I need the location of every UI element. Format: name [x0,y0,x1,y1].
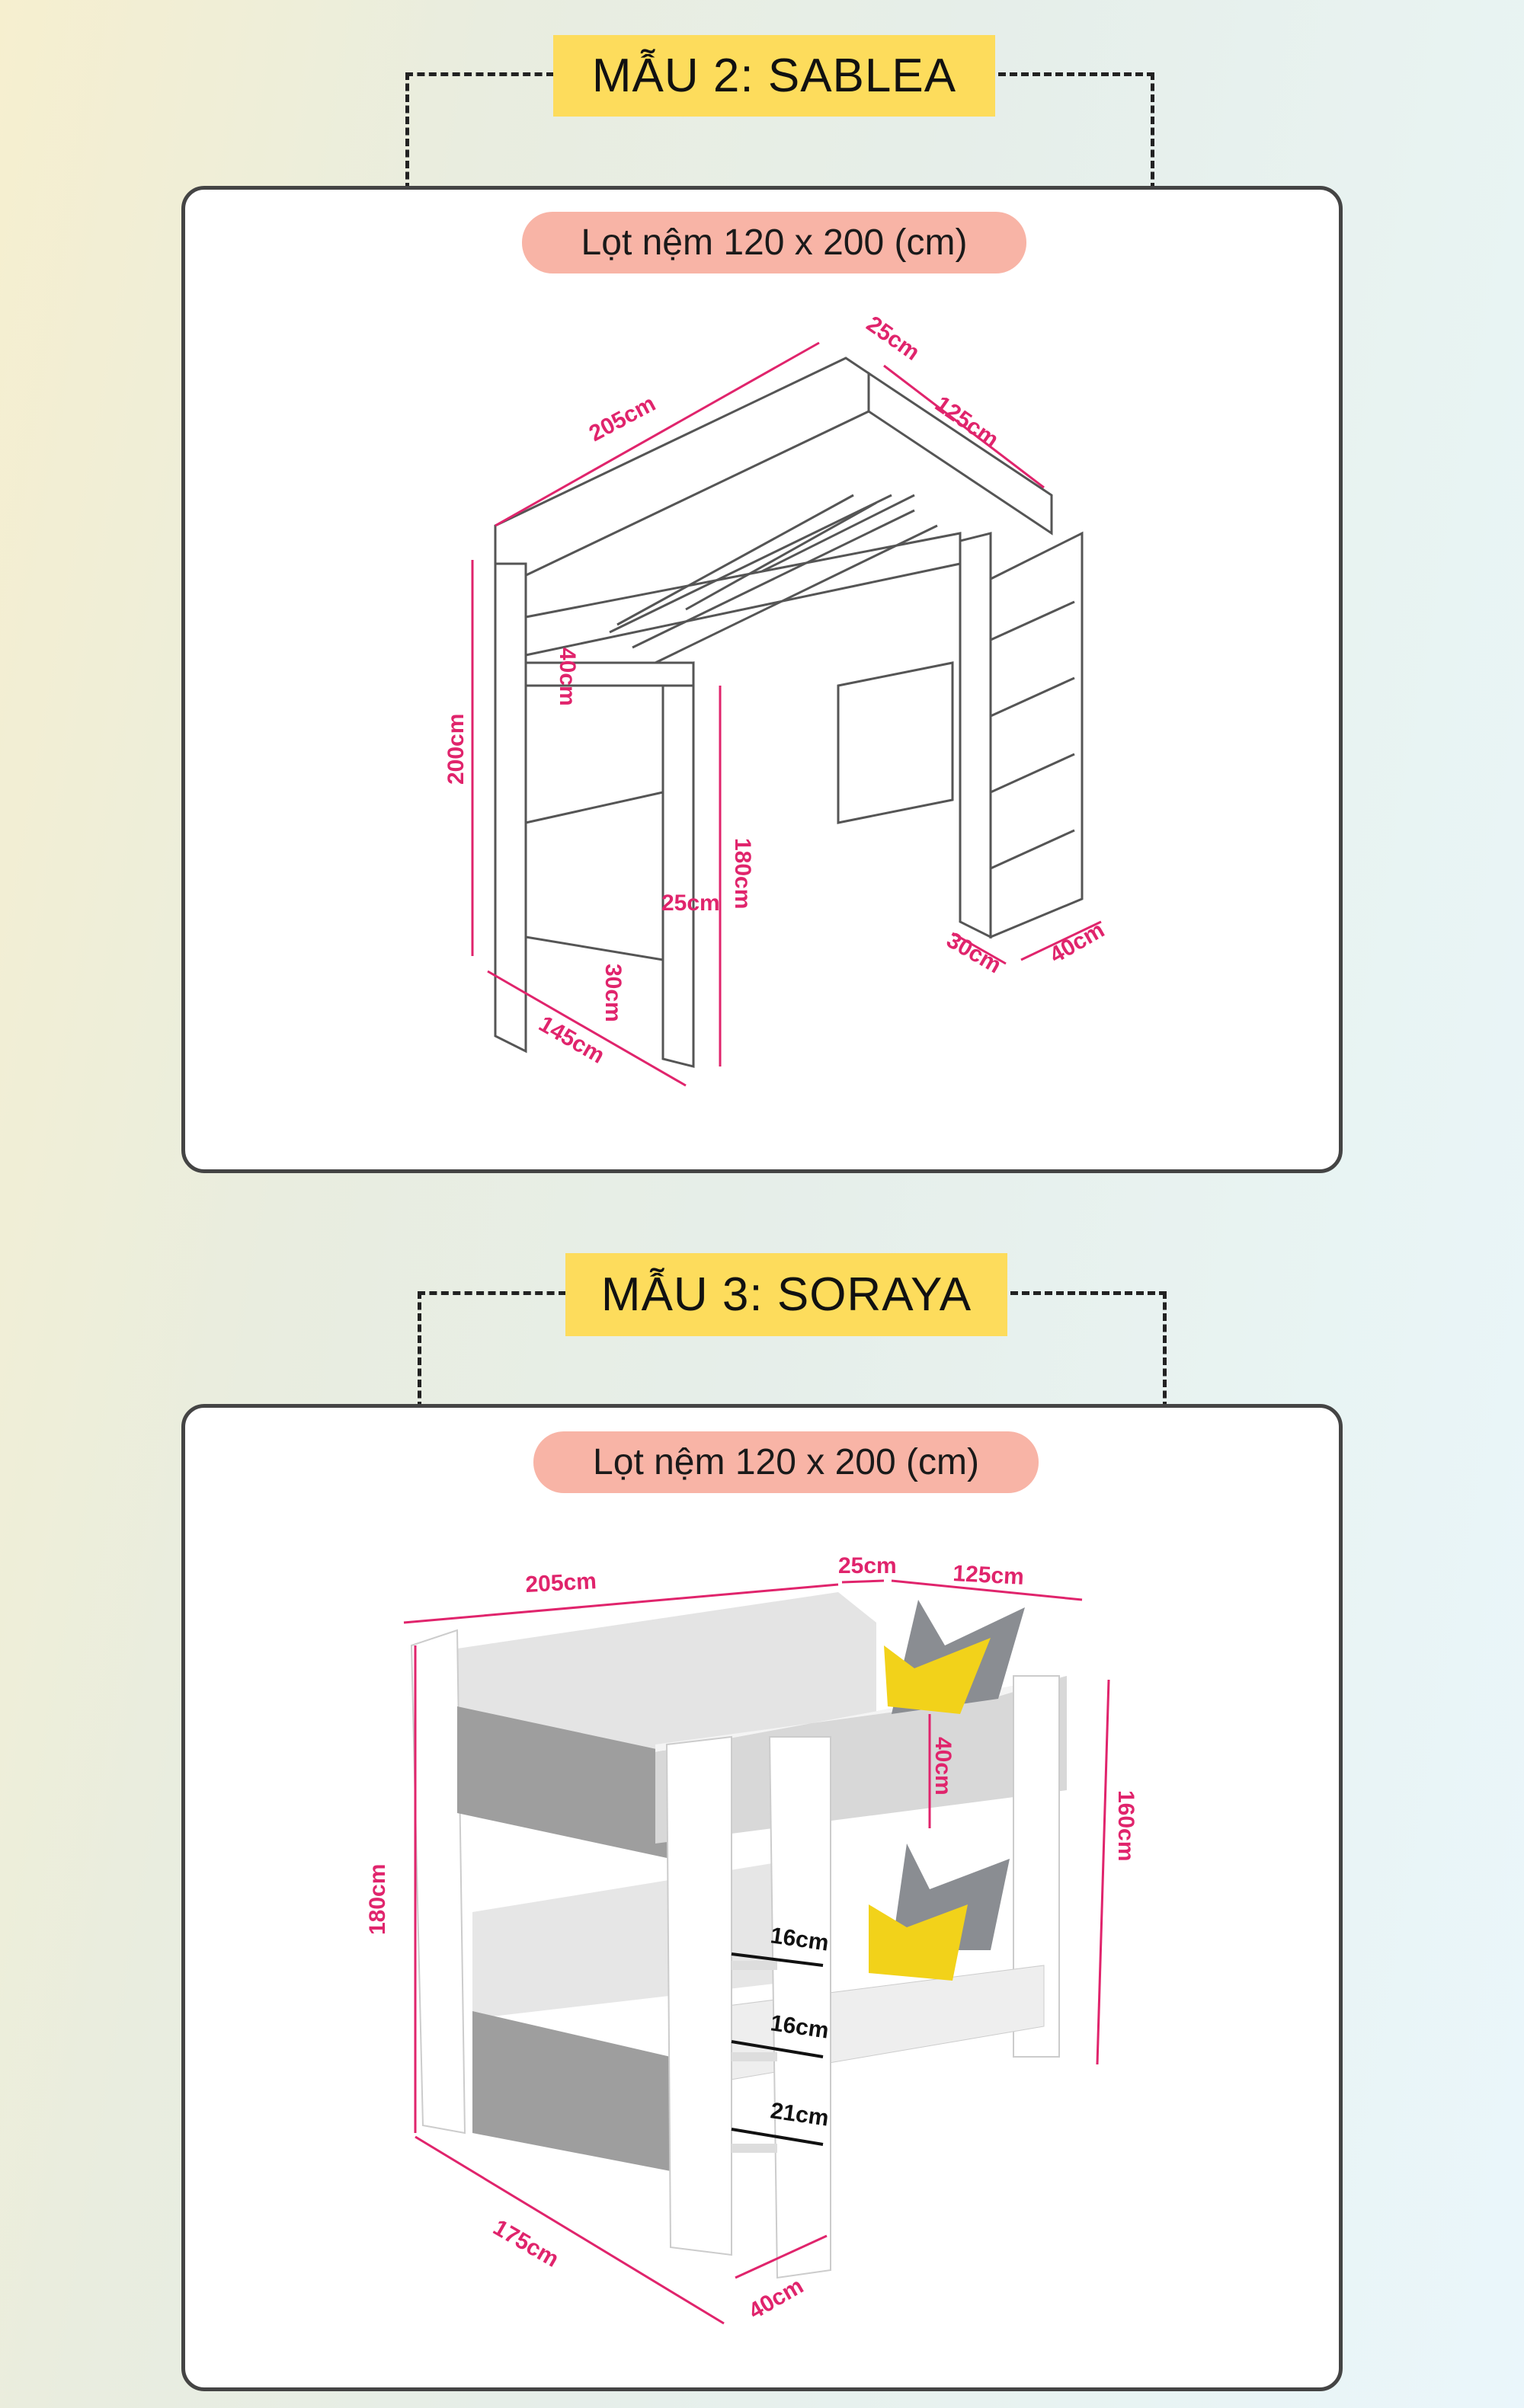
connector-right [998,72,1154,190]
sablea-dimension-drawing: 205cm 25cm 125cm 40cm 200cm 180cm 25cm 3… [443,312,1109,1087]
dimension-lines [471,341,1102,1087]
connector-left [418,1291,566,1409]
pillow-yellow [869,1904,968,1981]
model-title: MẪU 3: SORAYA [565,1253,1007,1336]
dim-guard-height: 40cm [555,648,580,706]
connector-left [405,72,554,190]
bed-frame-outline [494,357,1084,1068]
model-title: MẪU 2: SABLEA [553,35,995,117]
dim-total-height: 180cm [365,1864,390,1935]
dim-drawer-height: 30cm [600,964,626,1022]
connector-right [1010,1291,1167,1409]
pillow-yellow [884,1638,991,1714]
stair-steps [990,600,1075,870]
mattress-size-badge: Lọt nệm 120 x 200 (cm) [533,1431,1039,1493]
dim-desk-depth: 25cm [661,891,720,916]
dim-guard-height: 40cm [930,1737,956,1796]
dim-ladder-width: 40cm [744,2273,808,2324]
dimension-lines [403,1579,1110,2325]
dim-stair-width: 40cm [1045,917,1109,968]
dim-length: 205cm [525,1569,597,1597]
bunk-bed-illustration [410,1592,1067,2279]
mattress-size-badge: Lọt nệm 120 x 200 (cm) [522,212,1026,273]
dim-under-height: 180cm [730,838,755,909]
dim-shelf-depth: 25cm [862,312,924,366]
dim-side-height: 160cm [1113,1790,1138,1861]
dim-width: 125cm [952,1561,1025,1590]
dim-total-height: 200cm [443,714,469,785]
product-card-sablea [181,186,1343,1173]
dim-lower-length: 175cm [489,2215,563,2272]
dim-shelf-depth: 25cm [838,1553,897,1578]
slats [609,494,938,664]
soraya-dimension-drawing: 205cm 25cm 125cm 180cm 40cm 160cm 16cm 1… [365,1553,1138,2325]
